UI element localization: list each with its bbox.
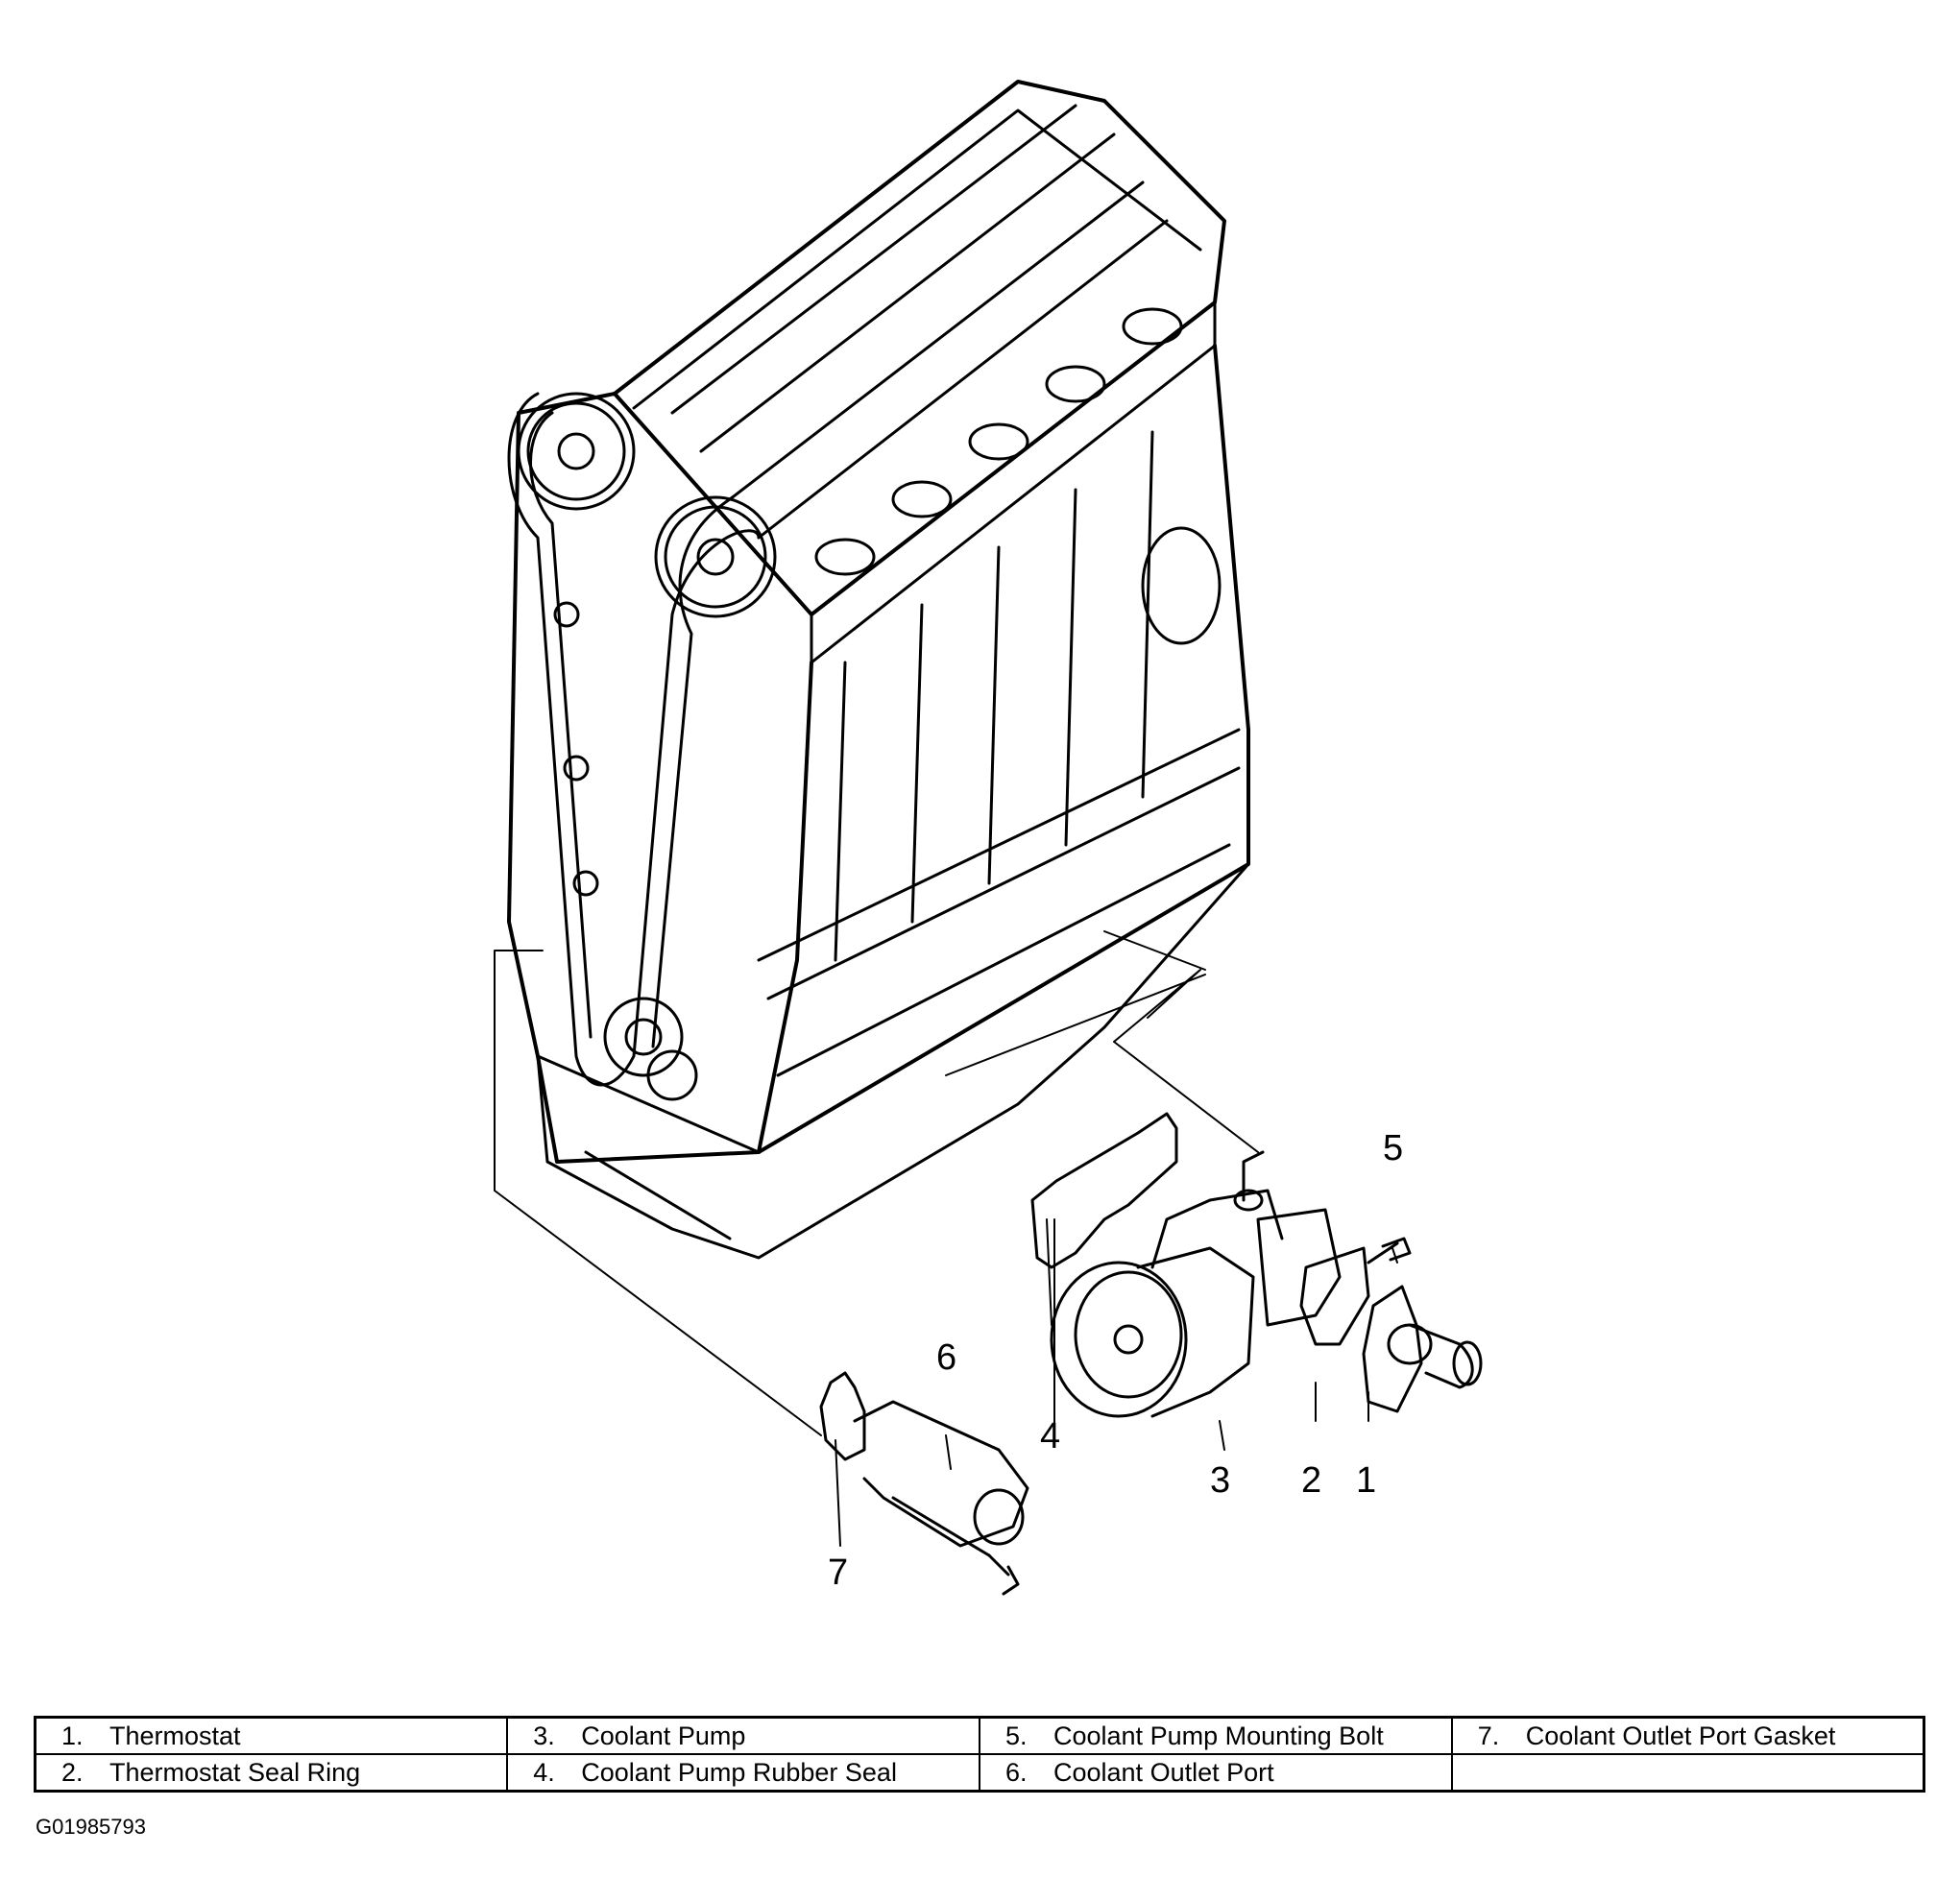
coolant-outlet-port-drawing xyxy=(853,1400,1029,1596)
thermostat-seal-ring-drawing xyxy=(1299,1246,1370,1346)
legend-number: 2. xyxy=(61,1757,84,1787)
coolant-pump-rubber-seal-drawing xyxy=(1030,1112,1178,1269)
callout-3: 3 xyxy=(1210,1460,1230,1501)
legend-row: 2. Thermostat Seal Ring 4. Coolant Pump Ru… xyxy=(34,1753,1925,1793)
legend-number: 6. xyxy=(1005,1757,1028,1787)
legend-item-6: 6. Coolant Outlet Port xyxy=(979,1753,1453,1793)
legend-item-4: 4. Coolant Pump Rubber Seal xyxy=(506,1753,980,1793)
legend-label: Thermostat Seal Ring xyxy=(109,1757,361,1787)
engine-coolant-diagram: 1 2 3 4 5 6 7 xyxy=(494,80,1483,1596)
legend-number: 7. xyxy=(1477,1721,1500,1750)
legend-item-2: 2. Thermostat Seal Ring xyxy=(34,1753,509,1793)
legend-item-3: 3. Coolant Pump xyxy=(506,1716,980,1755)
coolant-outlet-port-gasket-drawing xyxy=(819,1371,866,1461)
callout-labels: 1 2 3 4 5 6 7 xyxy=(828,1128,1403,1593)
legend-item-5: 5. Coolant Pump Mounting Bolt xyxy=(979,1716,1453,1755)
legend-item-7: 7. Coolant Outlet Port Gasket xyxy=(1450,1716,1925,1755)
callout-1: 1 xyxy=(1356,1460,1376,1501)
callout-7: 7 xyxy=(828,1553,848,1593)
thermostat-drawing xyxy=(1362,1285,1483,1413)
legend-label: Coolant Pump Rubber Seal xyxy=(581,1757,897,1787)
parts-legend: 1. Thermostat 3. Coolant Pump 5. Coolant Pu… xyxy=(34,1716,1925,1793)
legend-number: 1. xyxy=(61,1721,84,1750)
engine-block-drawing xyxy=(507,80,1250,1260)
legend-label: Coolant Pump xyxy=(581,1721,746,1750)
legend-number: 4. xyxy=(533,1757,555,1787)
leader-lines xyxy=(494,930,1398,1547)
callout-6: 6 xyxy=(936,1337,956,1378)
legend-number: 5. xyxy=(1005,1721,1028,1750)
callout-4: 4 xyxy=(1040,1416,1060,1457)
legend-label: Coolant Pump Mounting Bolt xyxy=(1053,1721,1384,1750)
callout-2: 2 xyxy=(1301,1460,1321,1501)
coolant-pump-drawing xyxy=(1050,1150,1342,1418)
legend-label: Coolant Outlet Port xyxy=(1053,1757,1274,1787)
legend-number: 3. xyxy=(533,1721,555,1750)
legend-item-empty xyxy=(1450,1753,1925,1793)
figure-id: G01985793 xyxy=(36,1815,146,1839)
callout-5: 5 xyxy=(1383,1128,1403,1168)
coolant-pump-mounting-bolt-drawing xyxy=(1367,1237,1412,1264)
legend-label: Thermostat xyxy=(109,1721,241,1750)
legend-item-1: 1. Thermostat xyxy=(34,1716,509,1755)
legend-label: Coolant Outlet Port Gasket xyxy=(1525,1721,1836,1750)
legend-row: 1. Thermostat 3. Coolant Pump 5. Coolant Pu… xyxy=(34,1716,1925,1755)
